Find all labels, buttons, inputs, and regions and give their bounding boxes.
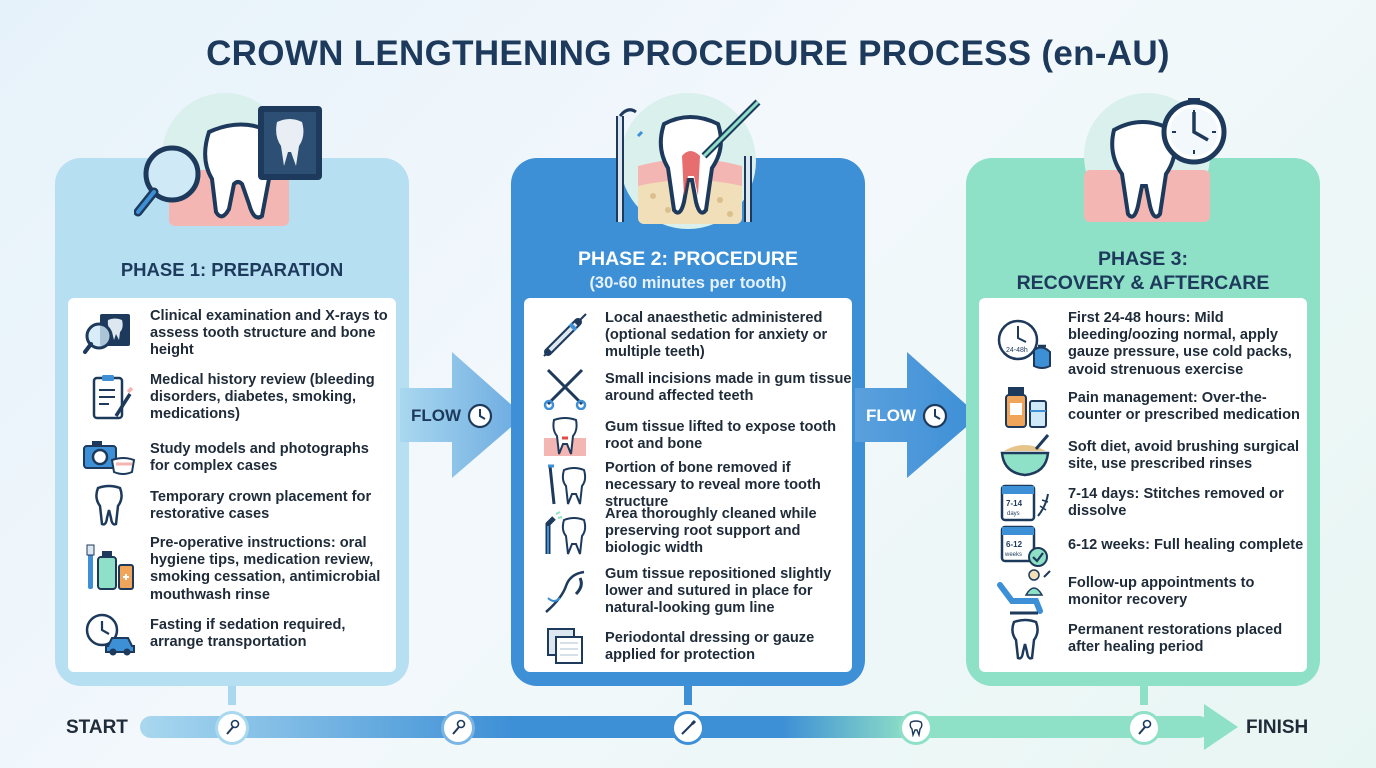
timeline-node-tooth xyxy=(899,711,933,745)
timeline-arrowhead xyxy=(1204,704,1238,750)
clock-icon xyxy=(922,403,948,429)
phase3-step-3: Soft diet, avoid brushing surgical site,… xyxy=(996,433,1308,479)
phase2-step-2: Small incisions made in gum tissue aroun… xyxy=(540,366,852,410)
flow-label-2: FLOW xyxy=(866,403,948,429)
tooth-clock-icon xyxy=(1084,98,1227,222)
phase1-step-1: Clinical examination and X-rays to asses… xyxy=(82,308,392,360)
tooth-icon xyxy=(95,484,123,526)
phase2-heading: PHASE 2: PROCEDURE xyxy=(578,248,798,270)
clock-icepack-icon: 24-48h xyxy=(997,320,1051,370)
dentist-chair-icon xyxy=(997,569,1051,615)
gum-lift-icon xyxy=(544,417,586,456)
phase3-heading-line1: PHASE 3: xyxy=(1098,248,1188,270)
flow-arrow-1 xyxy=(400,352,524,478)
phase3-step-4-text: 7-14 days: Stitches removed or dissolve xyxy=(1068,485,1284,519)
timeline-node-mirror-3 xyxy=(1127,711,1161,745)
phase3-step-2-text: Pain management: Over-the-counter or pre… xyxy=(1068,389,1300,423)
syringe-icon xyxy=(543,313,587,357)
phase3-step-1: 24-48h First 24-48 hours: Mild bleeding/… xyxy=(996,310,1308,379)
irrigation-icon xyxy=(545,510,587,555)
phase2-panel: PHASE 2: PROCEDURE (30-60 minutes per to… xyxy=(511,158,865,686)
magnifier-xray-icon xyxy=(83,313,130,354)
phase2-step-7: Periodontal dressing or gauze applied fo… xyxy=(540,625,852,669)
phase2-step-6-text: Gum tissue repositioned slightly lower a… xyxy=(605,566,832,617)
phase2-step-1: Local anaesthetic administered (optional… xyxy=(540,310,852,362)
phase2-step-4: Portion of bone removed if necessary to … xyxy=(540,460,852,512)
calendar-2-unit: weeks xyxy=(1004,552,1022,558)
phase3-step-6-text: Follow-up appointments to monitor recove… xyxy=(1068,574,1255,608)
suture-icon xyxy=(545,570,585,613)
page-title: CROWN LENGTHENING PROCEDURE PROCESS (en-… xyxy=(206,34,1170,73)
soft-food-bowl-icon xyxy=(1000,434,1050,477)
scalpel-scissors-icon xyxy=(543,368,587,410)
clock-car-icon xyxy=(85,613,135,656)
phase3-step-7: Permanent restorations placed after heal… xyxy=(996,616,1308,662)
timeline-node-mirror-1 xyxy=(215,711,249,745)
phase1-heading: PHASE 1: PREPARATION xyxy=(120,259,344,280)
phase2-step-2-text: Small incisions made in gum tissue aroun… xyxy=(605,370,852,404)
phase2-step-1-text: Local anaesthetic administered (optional… xyxy=(605,310,828,361)
phase3-step-5: 6-12 weeks 6-12 weeks: Full healing compl… xyxy=(996,523,1308,569)
phase1-step-4-text: Temporary crown placement for restorativ… xyxy=(150,488,372,522)
flow-arrow-2 xyxy=(855,352,979,478)
clipboard-icon xyxy=(92,374,134,420)
phase3-step-3-text: Soft diet, avoid brushing surgical site,… xyxy=(1068,438,1300,472)
tooth-procedure-icon xyxy=(616,99,761,224)
phase1-step-2: Medical history review (bleeding disorde… xyxy=(82,372,392,424)
timeline-node-scalpel xyxy=(671,711,705,745)
phase3-step-5-text: 6-12 weeks: Full healing complete xyxy=(1068,537,1304,554)
phase2-step-7-text: Periodontal dressing or gauze applied fo… xyxy=(605,629,815,663)
phase3-step-6: Follow-up appointments to monitor recove… xyxy=(996,567,1308,617)
phase2-step-5-text: Area thoroughly cleaned while preserving… xyxy=(605,506,817,557)
flow-label-1: FLOW xyxy=(411,403,493,429)
calendar-stitches-icon: 7-14 days xyxy=(1000,484,1049,522)
phase2-step-3: Gum tissue lifted to expose tooth root a… xyxy=(540,414,852,458)
phase1-step-1-text: Clinical examination and X-rays to asses… xyxy=(150,308,388,359)
clock-icon xyxy=(467,403,493,429)
bone-removal-icon xyxy=(548,464,587,505)
timeline-node-mirror-2 xyxy=(441,711,475,745)
clock-caption: 24-48h xyxy=(1006,347,1028,354)
phase2-step-3-text: Gum tissue lifted to expose tooth root a… xyxy=(605,418,837,452)
phase2-subheading: (30-60 minutes per tooth) xyxy=(589,274,787,292)
phase3-step-7-text: Permanent restorations placed after heal… xyxy=(1068,621,1283,655)
tooth-crown-icon xyxy=(1011,618,1039,660)
phase3-step-1-text: First 24-48 hours: Mild bleeding/oozing … xyxy=(1068,310,1292,378)
flow-text-2: FLOW xyxy=(866,406,917,425)
phase1-step-3: Study models and photographs for complex… xyxy=(82,434,392,482)
camera-icon xyxy=(83,441,136,475)
phase3-heading-line2: RECOVERY & AFTERCARE xyxy=(1016,272,1270,294)
magnifier-tooth-xray-icon xyxy=(134,106,322,226)
medication-icon xyxy=(1005,387,1047,428)
phase1-step-2-text: Medical history review (bleeding disorde… xyxy=(150,372,375,423)
calendar-check-icon: 6-12 weeks xyxy=(1000,525,1048,567)
phase1-step-3-text: Study models and photographs for complex… xyxy=(150,440,369,474)
phase3-step-2: Pain management: Over-the-counter or pre… xyxy=(996,383,1308,431)
calendar-1-range: 7-14 xyxy=(1006,499,1023,508)
timeline-finish-label: FINISH xyxy=(1246,717,1309,738)
flow-text-1: FLOW xyxy=(411,406,462,425)
timeline-start-label: START xyxy=(66,717,128,738)
phase3-step-4: 7-14 days 7-14 days: Stitches removed or … xyxy=(996,480,1308,526)
phase1-step-4: Temporary crown placement for restorativ… xyxy=(82,482,392,530)
gauze-icon xyxy=(547,628,583,664)
phase2-step-5: Area thoroughly cleaned while preserving… xyxy=(540,506,852,558)
phase1-steps xyxy=(68,298,396,672)
phase1-step-5: Pre-operative instructions: oral hygiene… xyxy=(82,535,392,604)
hygiene-kit-icon xyxy=(86,544,134,591)
phase1-panel: PHASE 1: PREPARATION xyxy=(55,158,409,686)
phase1-step-6: Fasting if sedation required, arrange tr… xyxy=(82,610,392,658)
calendar-1-unit: days xyxy=(1007,511,1020,517)
phase2-step-6: Gum tissue repositioned slightly lower a… xyxy=(540,566,852,618)
phase1-step-5-text: Pre-operative instructions: oral hygiene… xyxy=(150,535,381,603)
phase2-step-4-text: Portion of bone removed if necessary to … xyxy=(605,460,821,511)
phase1-step-6-text: Fasting if sedation required, arrange tr… xyxy=(150,616,346,650)
calendar-2-range: 6-12 xyxy=(1006,540,1023,549)
